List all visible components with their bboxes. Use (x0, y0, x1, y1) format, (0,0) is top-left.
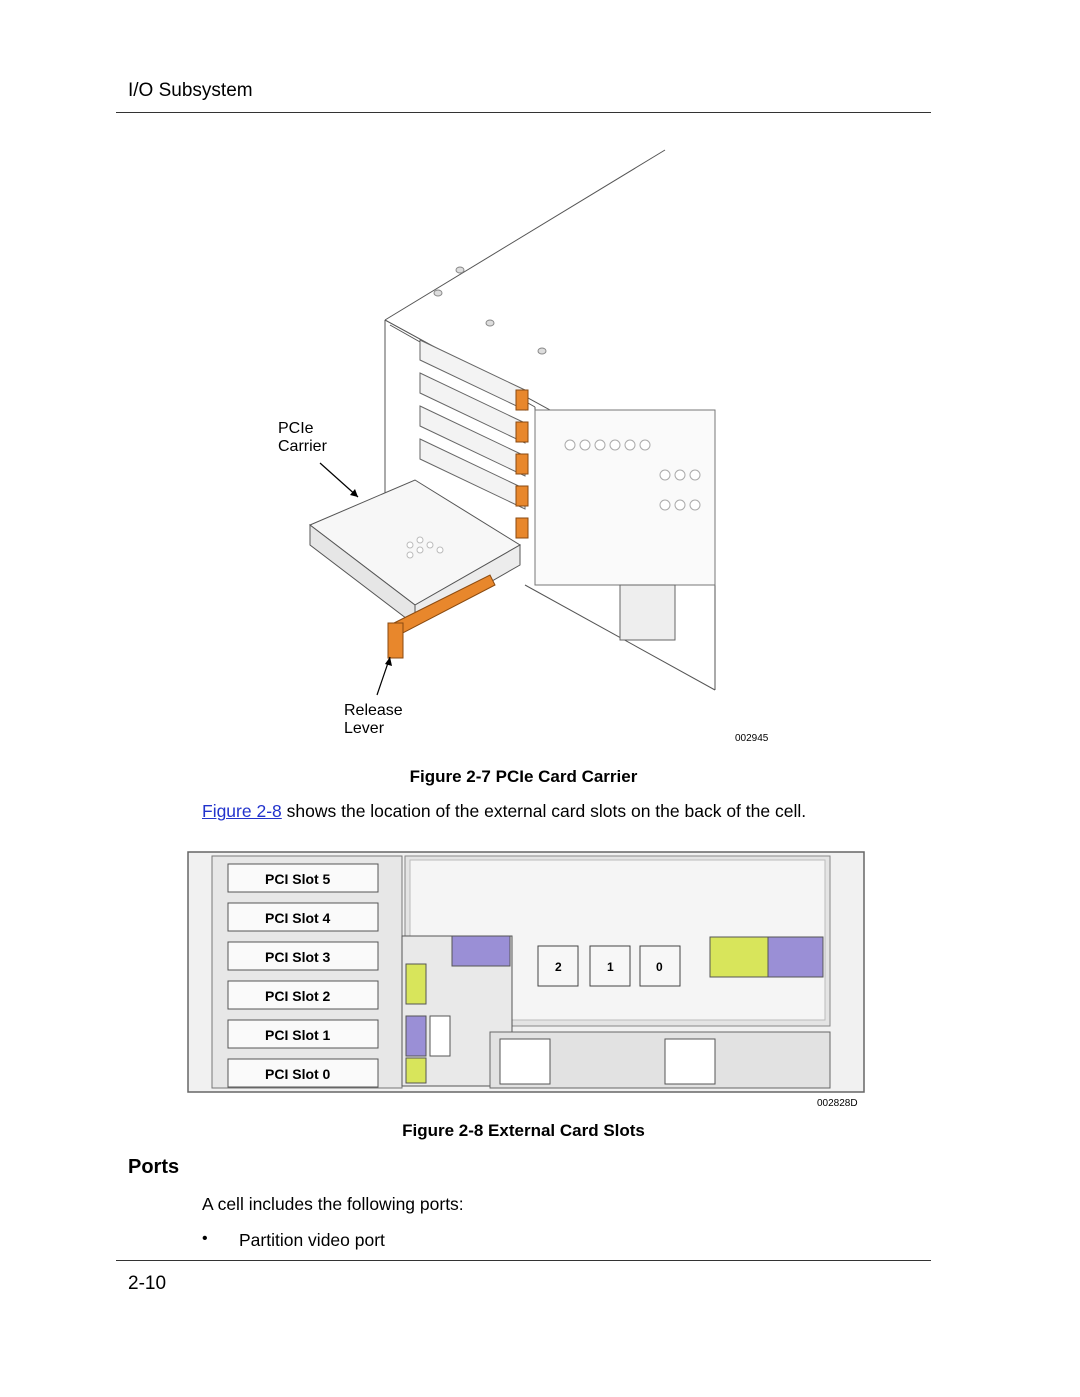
port-label: 2 (555, 960, 562, 974)
running-header: I/O Subsystem (128, 80, 253, 101)
port-label: 0 (656, 960, 663, 974)
port-label: 1 (607, 960, 614, 974)
section-intro: A cell includes the following ports: (202, 1194, 464, 1214)
slot-label: PCI Slot 5 (265, 871, 331, 887)
carrier-label-line1: PCIe (278, 420, 314, 437)
carrier-label-line2: Carrier (278, 438, 328, 455)
pcie-card-carrier-illustration: PCIe Carrier Release Lever 002945 (278, 149, 769, 744)
lever-label-line2: Lever (344, 720, 385, 737)
slot-label: PCI Slot 0 (265, 1066, 331, 1082)
slot-label: PCI Slot 4 (265, 910, 331, 926)
slot-label: PCI Slot 3 (265, 949, 331, 965)
figure2-id: 002828D (817, 1098, 858, 1109)
figure1-caption: Figure 2-7 PCIe Card Carrier (409, 767, 638, 786)
lever-label-line1: Release (344, 702, 403, 719)
body-paragraph: Figure 2-8 shows the location of the ext… (202, 801, 806, 822)
bullet-glyph: • (202, 1230, 208, 1247)
figure2-caption: Figure 2-8 External Card Slots (402, 1121, 645, 1140)
external-card-slots-illustration: PCI Slot 5 PCI Slot 4 PCI Slot 3 PCI Slo… (187, 851, 865, 1109)
section-heading: Ports (128, 1156, 180, 1178)
footer-rule (116, 1260, 931, 1261)
bullet-text: Partition video port (239, 1230, 385, 1250)
slot-label: PCI Slot 2 (265, 988, 331, 1004)
header-rule (116, 112, 931, 113)
bullet-item: • Partition video port (202, 1230, 385, 1250)
body-sentence: shows the location of the external card … (281, 801, 807, 821)
figure-link[interactable]: Figure 2-8 (202, 801, 282, 821)
slot-label: PCI Slot 1 (265, 1027, 331, 1043)
page-number: 2-10 (128, 1273, 167, 1294)
figure1-id: 002945 (735, 733, 769, 744)
